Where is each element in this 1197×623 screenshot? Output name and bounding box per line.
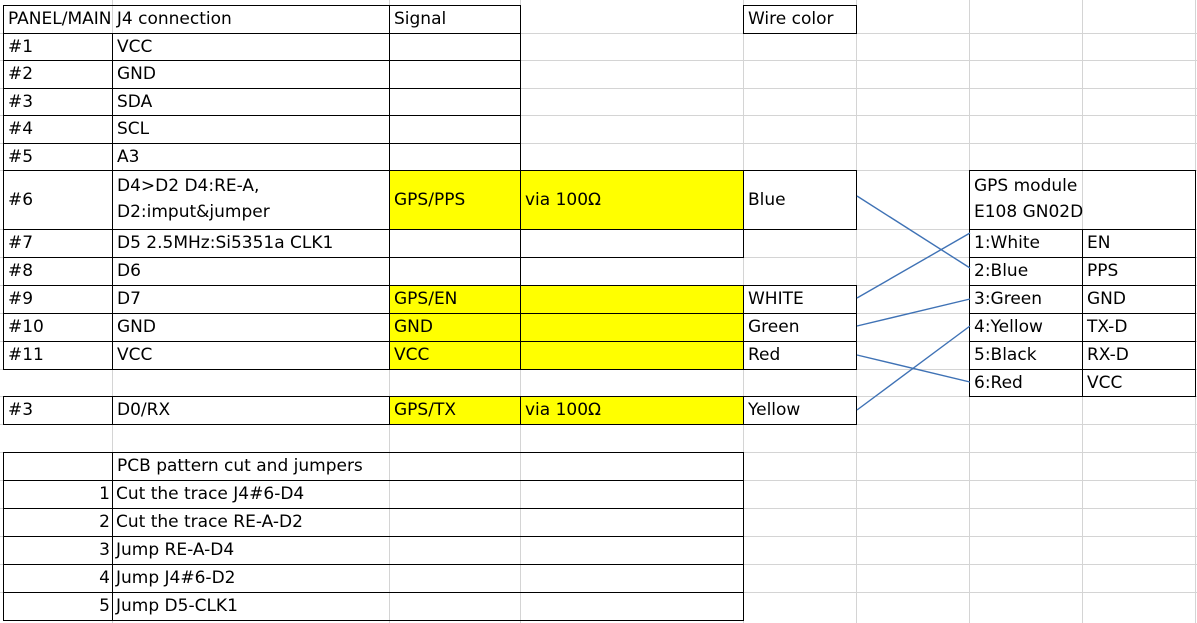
signal-cell: GPS/PPS <box>389 170 521 230</box>
name-cell: VCC <box>112 33 390 61</box>
signal-cell <box>389 257 521 286</box>
pin-cell: #5 <box>3 143 113 171</box>
title-line: GPS module <box>974 176 1078 196</box>
pin-cell: #7 <box>3 229 113 258</box>
name-cell: D0/RX <box>112 396 390 425</box>
pcb-step-text: Jump RE-A-D4 <box>112 536 744 565</box>
pin-cell: #11 <box>3 341 113 370</box>
signal-cell <box>389 33 521 61</box>
pcb-step-number: 4 <box>3 564 113 593</box>
gps-pin-func: EN <box>1082 229 1196 258</box>
signal-cell <box>389 88 521 116</box>
pin-cell: #8 <box>3 257 113 286</box>
wire-blue <box>856 195 971 269</box>
note-cell <box>520 285 744 314</box>
gps-pin-func: PPS <box>1082 257 1196 286</box>
wire-yellow <box>856 325 971 411</box>
name-cell: SDA <box>112 88 390 116</box>
pcb-blank-cell <box>3 452 113 481</box>
signal-cell <box>389 115 521 144</box>
gps-pin-label: 6:Red <box>969 369 1083 397</box>
wire-color-cell: Blue <box>743 170 857 230</box>
signal-cell <box>389 143 521 171</box>
signal-cell: GPS/EN <box>389 285 521 314</box>
wire-color-cell: Yellow <box>743 396 857 425</box>
name-cell: D4>D2 D4:RE-A, D2:imput&jumper <box>112 170 390 230</box>
name-line: D4>D2 D4:RE-A, <box>117 176 260 196</box>
gps-pin-func: TX-D <box>1082 313 1196 342</box>
pin-cell: #9 <box>3 285 113 314</box>
signal-cell: GPS/TX <box>389 396 521 425</box>
pcb-step-number: 3 <box>3 536 113 565</box>
gps-pin-func: RX-D <box>1082 341 1196 370</box>
pcb-step-number: 1 <box>3 480 113 509</box>
pin-cell: #2 <box>3 60 113 89</box>
pcb-step-number: 2 <box>3 508 113 537</box>
name-cell: VCC <box>112 341 390 370</box>
name-cell: SCL <box>112 115 390 144</box>
header-wire-color: Wire color <box>743 5 857 34</box>
note-cell <box>520 341 744 370</box>
gps-pin-label: 5:Black <box>969 341 1083 370</box>
gps-pin-func: VCC <box>1082 369 1196 397</box>
pcb-step-text: Jump D5-CLK1 <box>112 592 744 621</box>
name-cell: D6 <box>112 257 390 286</box>
name-cell: D7 <box>112 285 390 314</box>
gps-pin-label: 3:Green <box>969 285 1083 314</box>
pcb-step-text: Jump J4#6-D2 <box>112 564 744 593</box>
gps-pin-func: GND <box>1082 285 1196 314</box>
name-cell: D5 2.5MHz:Si5351a CLK1 <box>112 229 390 258</box>
header-connection: PANEL/MAIN J4 connection <box>3 5 390 34</box>
signal-cell: VCC <box>389 341 521 370</box>
gps-pin-label: 2:Blue <box>969 257 1083 286</box>
pin-cell: #1 <box>3 33 113 61</box>
note-cell: via 100Ω <box>520 396 744 425</box>
pin-cell: #4 <box>3 115 113 144</box>
signal-cell: GND <box>389 313 521 342</box>
pin-cell: #3 <box>3 396 113 425</box>
pin-cell: #6 <box>3 170 113 230</box>
header-signal: Signal <box>389 5 521 34</box>
pcb-title: PCB pattern cut and jumpers <box>112 452 744 481</box>
wire-green <box>856 298 971 327</box>
gps-pin-label: 4:Yellow <box>969 313 1083 342</box>
signal-cell <box>389 229 521 258</box>
wire-color-cell: WHITE <box>743 285 857 314</box>
gps-pin-label: 1:White <box>969 229 1083 258</box>
note-cell <box>520 313 744 342</box>
gps-module-title: GPS module E108 GN02D <box>969 170 1196 230</box>
wire-color-cell: Green <box>743 313 857 342</box>
name-cell: GND <box>112 60 390 89</box>
wire-color-cell: Red <box>743 341 857 370</box>
signal-cell <box>389 60 521 89</box>
wire-white <box>856 232 971 299</box>
name-cell: A3 <box>112 143 390 171</box>
pcb-step-number: 5 <box>3 592 113 621</box>
name-line: D2:imput&jumper <box>117 202 270 222</box>
note-cell <box>520 229 744 258</box>
pin-cell: #10 <box>3 313 113 342</box>
pcb-step-text: Cut the trace RE-A-D2 <box>112 508 744 537</box>
name-cell: GND <box>112 313 390 342</box>
pin-cell: #3 <box>3 88 113 116</box>
pcb-step-text: Cut the trace J4#6-D4 <box>112 480 744 509</box>
note-cell: via 100Ω <box>520 170 744 230</box>
wire-red <box>856 354 971 383</box>
title-line: E108 GN02D <box>974 202 1084 222</box>
